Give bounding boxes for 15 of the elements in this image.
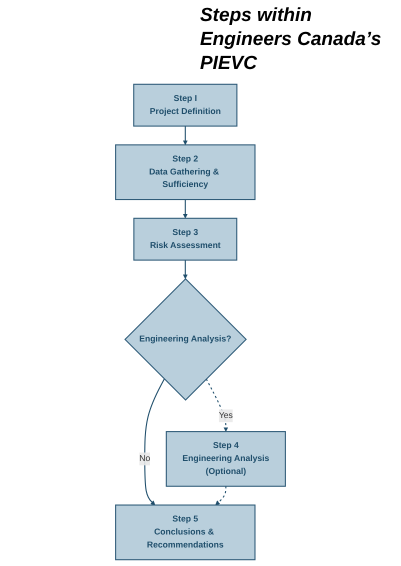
arrow bbox=[182, 260, 188, 280]
arrow bbox=[206, 378, 228, 432]
node-box: Step 5 Conclusions & Recommendations bbox=[115, 504, 256, 560]
arrow bbox=[182, 200, 188, 219]
edge-label: No bbox=[139, 454, 150, 464]
node-box: Step 4 Engineering Analysis (Optional) bbox=[166, 431, 286, 487]
diagram-title: Steps within Engineers Canada’s PIEVC bbox=[200, 4, 382, 76]
arrow bbox=[215, 486, 226, 506]
node-box: Step 2 Data Gathering & Sufficiency bbox=[115, 144, 256, 200]
node-diamond: Engineering Analysis? bbox=[124, 278, 247, 401]
edge-label: Yes bbox=[218, 410, 233, 420]
node-box: Step I Project Definition bbox=[133, 84, 238, 127]
arrow bbox=[182, 126, 188, 146]
arrow bbox=[144, 378, 165, 506]
node-box: Step 3 Risk Assessment bbox=[133, 218, 238, 261]
